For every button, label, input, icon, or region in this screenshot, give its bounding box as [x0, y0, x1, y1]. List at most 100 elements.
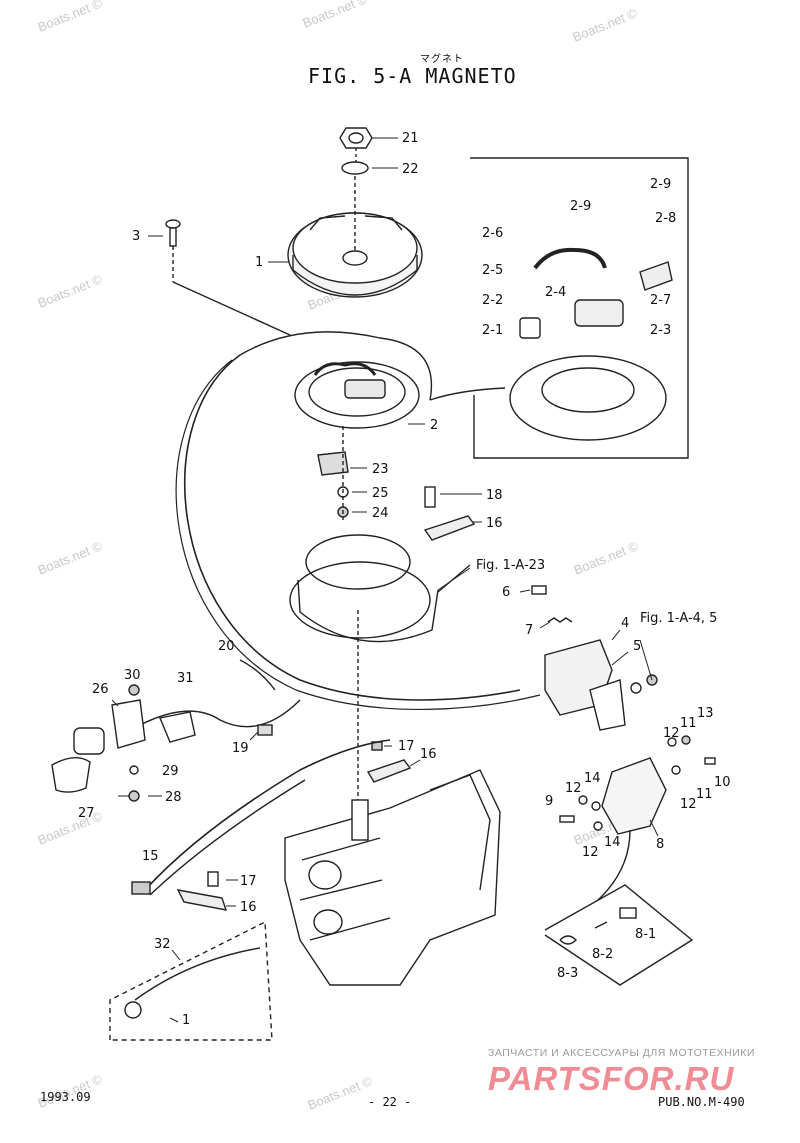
bracket-5	[589, 679, 626, 731]
stator-detail-inset	[429, 157, 689, 459]
callout-2: 2	[430, 418, 438, 433]
watermark: Boats.net ©	[36, 271, 105, 311]
callout-8: 8	[656, 837, 664, 852]
bolt-3	[165, 219, 291, 336]
page-title: FIG. 5-A MAGNETO	[308, 64, 517, 88]
callout-22: 22	[402, 162, 419, 177]
callout-25: 25	[372, 486, 389, 501]
callout-5: 5	[633, 639, 641, 654]
clamp-16a	[423, 515, 476, 541]
callout-16: 16	[486, 516, 503, 531]
callout-7: 7	[525, 623, 533, 638]
brand-logo: PARTSFOR.RU	[488, 1060, 735, 1097]
callout-1: 1	[255, 255, 263, 270]
callout-29: 29	[162, 764, 179, 779]
publication-number: PUB.NO.M-490	[658, 1095, 745, 1109]
callout-2-1: 2-1	[482, 323, 503, 338]
callout-8-3: 8-3	[557, 966, 578, 981]
callout-2-7: 2-7	[650, 293, 671, 308]
callout-27: 27	[78, 806, 95, 821]
callout-17: 17	[398, 739, 415, 754]
callout-3: 3	[132, 229, 140, 244]
callout-14: 14	[604, 835, 621, 850]
callout-28: 28	[165, 790, 182, 805]
callout-10: 10	[714, 775, 731, 790]
callout-24: 24	[372, 506, 389, 521]
screw-28	[128, 790, 140, 802]
bolt-18	[424, 486, 436, 508]
switch-26	[111, 699, 146, 749]
nut-21	[339, 127, 373, 149]
watermark: Boats.net ©	[301, 0, 370, 31]
callout-12: 12	[565, 781, 582, 796]
page-number: - 22 -	[368, 1095, 412, 1109]
callout-17: 17	[240, 874, 257, 889]
cap-detail-inset	[544, 884, 694, 986]
callout-13: 13	[697, 706, 714, 721]
watermark: Boats.net ©	[572, 538, 641, 578]
callout-21: 21	[402, 131, 419, 146]
callout-2-4: 2-4	[545, 285, 566, 300]
callout-fig-1-a-23: Fig. 1-A-23	[476, 558, 545, 573]
callout-16: 16	[420, 747, 437, 762]
callout-12: 12	[663, 726, 680, 741]
callout-26: 26	[92, 682, 109, 697]
screw-30	[128, 684, 140, 696]
flywheel-1	[287, 176, 423, 298]
callout-11: 11	[680, 716, 697, 731]
callout-12: 12	[680, 797, 697, 812]
callout-6: 6	[502, 585, 510, 600]
switch-inset-32	[109, 920, 273, 1041]
callout-2-5: 2-5	[482, 263, 503, 278]
lead-15	[144, 739, 391, 891]
engine-block	[284, 610, 501, 986]
washer-29	[129, 765, 139, 775]
callout-23: 23	[372, 462, 389, 477]
callout-30: 30	[124, 668, 141, 683]
callout-2-2: 2-2	[482, 293, 503, 308]
callout-12: 12	[582, 845, 599, 860]
callout-2-3: 2-3	[650, 323, 671, 338]
clamp-16b	[366, 759, 412, 783]
cover-27	[51, 757, 91, 793]
callout-18: 18	[486, 488, 503, 503]
callout-15: 15	[142, 849, 159, 864]
watermark: Boats.net ©	[306, 1073, 375, 1113]
callout-2-9: 2-9	[650, 177, 671, 192]
print-date: 1993.09	[40, 1090, 91, 1104]
base-plate	[289, 534, 471, 643]
clip-19	[257, 724, 273, 736]
spring-7	[547, 617, 573, 623]
callout-2-8: 2-8	[655, 211, 676, 226]
callout-4: 4	[621, 616, 629, 631]
callout-fig-1-a-4-5: Fig. 1-A-4, 5	[640, 611, 717, 626]
washer-22	[341, 161, 369, 175]
promo-text: ЗАПЧАСТИ И АКСЕССУАРЫ ДЛЯ МОТОТЕХНИКИ	[488, 1047, 755, 1059]
cdi-unit-8	[559, 735, 716, 901]
watermark: Boats.net ©	[36, 0, 105, 35]
callout-8-1: 8-1	[635, 927, 656, 942]
callout-2-9: 2-9	[570, 199, 591, 214]
callouts: 21 22 3 1 2 2-9 2-9 2-8 2-6 2-5 2-4 2-7 …	[78, 131, 731, 1028]
bolt-17b	[207, 871, 219, 887]
wire-20	[239, 659, 276, 691]
callout-14: 14	[584, 771, 601, 786]
clamp-16c	[176, 889, 228, 911]
watermark: Boats.net ©	[571, 5, 640, 45]
callout-32: 32	[154, 937, 171, 952]
callout-31: 31	[177, 671, 194, 686]
callout-16: 16	[240, 900, 257, 915]
cam-23	[317, 451, 349, 476]
title-kana: マグネト	[420, 54, 464, 65]
watermark: Boats.net ©	[36, 538, 105, 578]
wire-harness	[183, 354, 521, 701]
callout-19: 19	[232, 741, 249, 756]
callout-2-6: 2-6	[482, 226, 503, 241]
bolt-6	[531, 585, 547, 595]
callout-9: 9	[545, 794, 553, 809]
callout-8-2: 8-2	[592, 947, 613, 962]
callout-20: 20	[218, 639, 235, 654]
stator-assembly-2	[239, 331, 433, 429]
callout-11: 11	[696, 787, 713, 802]
